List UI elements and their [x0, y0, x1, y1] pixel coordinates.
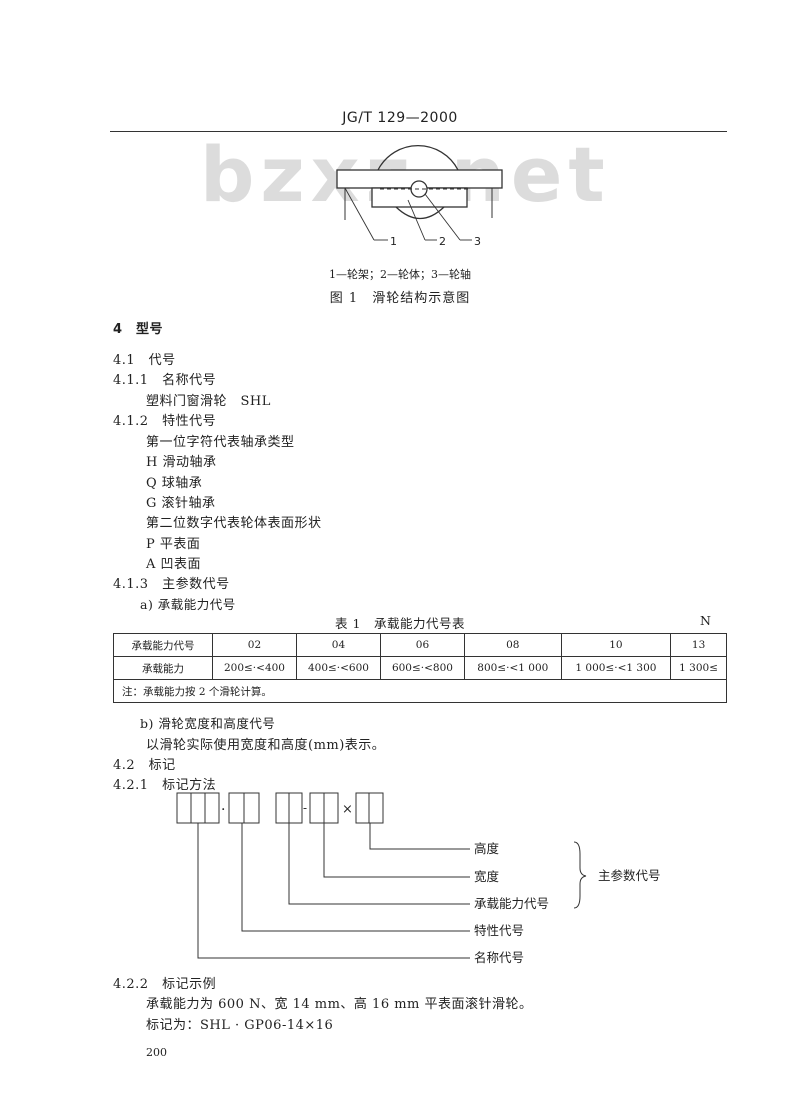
- code-cell: 08: [463, 633, 562, 657]
- standard-header: JG/T 129—2000: [342, 110, 458, 126]
- example-desc: 承载能力为 600 N、宽 14 mm、高 16 mm 平表面滚针滑轮。: [146, 997, 533, 1012]
- table-row: 承载能力代号 02 04 06 08 10 13: [113, 633, 727, 657]
- range-cell: 600≤·<800: [379, 656, 465, 680]
- example-mark: 标记为：SHL · GP06-14×16: [146, 1018, 334, 1033]
- sep-dot: ·: [221, 802, 225, 818]
- pulley-diagram: 1 2 3: [336, 144, 503, 248]
- surface-p: P 平表面: [146, 537, 201, 552]
- code-cell: 10: [560, 633, 672, 657]
- heading-4-1-1: 4.1.1 名称代号: [113, 373, 217, 388]
- wheel-bottom: [395, 206, 445, 220]
- table1-unit: N: [700, 613, 712, 628]
- heading-4-2-2: 4.2.2 标记示例: [113, 977, 217, 992]
- range-cell: 1 000≤·<1 300: [560, 656, 672, 680]
- table-row: 注：承载能力按 2 个滑轮计算。: [113, 679, 727, 703]
- heading-4-2: 4.2 标记: [113, 758, 176, 773]
- heading-4-1: 4.1 代号: [113, 353, 176, 368]
- heading-4-1-2: 4.1.2 特性代号: [113, 414, 217, 429]
- table-note: 注：承载能力按 2 个滑轮计算。: [113, 679, 727, 703]
- range-cell: 1 300≤: [670, 656, 727, 680]
- item-b: b) 滑轮宽度和高度代号: [140, 716, 276, 731]
- range-cell: 400≤·<600: [295, 656, 381, 680]
- label-main-params: 主参数代号: [598, 868, 661, 883]
- heading-4-2-1: 4.2.1 标记方法: [113, 778, 217, 793]
- label-name: 名称代号: [474, 950, 524, 965]
- label-capacity: 承载能力代号: [474, 896, 549, 911]
- bearing-g: G 滚针轴承: [146, 496, 216, 511]
- wheel-outline: [377, 144, 459, 171]
- callout-2: 2: [439, 235, 446, 248]
- item-a: a) 承载能力代号: [140, 597, 236, 612]
- marking-diagram: · - × 高度 宽度 承载能力代号 特性代号 名称代号 主参数代号: [176, 792, 661, 965]
- code-cell: 02: [212, 633, 297, 657]
- section-4-title: 4 型号: [113, 322, 164, 337]
- heading-4-1-3: 4.1.3 主参数代号: [113, 577, 230, 592]
- page-number: 200: [146, 1046, 167, 1059]
- item-b-desc: 以滑轮实际使用宽度和高度(mm)表示。: [146, 738, 386, 753]
- name-code: 塑料门窗滑轮 SHL: [146, 394, 271, 409]
- callout-3: 3: [474, 235, 481, 248]
- callout-1: 1: [390, 235, 397, 248]
- label-char: 特性代号: [474, 923, 524, 938]
- figure-legend: 1—轮架；2—轮体；3—轮轴: [329, 268, 471, 281]
- code-cell: 06: [379, 633, 465, 657]
- label-height: 高度: [474, 841, 500, 856]
- row-label-capacity: 承载能力: [113, 656, 213, 680]
- header-rule: [110, 131, 727, 132]
- bearing-h: H 滑动轴承: [146, 455, 217, 470]
- label-width: 宽度: [474, 869, 500, 884]
- table-row: 承载能力 200≤·<400 400≤·<600 600≤·<800 800≤·…: [113, 656, 727, 680]
- bearing-q: Q 球轴承: [146, 476, 203, 491]
- sep-dash: -: [303, 801, 307, 815]
- surface-a: A 凹表面: [146, 557, 202, 572]
- code-cell: 13: [670, 633, 727, 657]
- range-cell: 200≤·<400: [212, 656, 297, 680]
- code-cell: 04: [295, 633, 381, 657]
- range-cell: 800≤·<1 000: [463, 656, 562, 680]
- char-first-desc: 第一位字符代表轴承类型: [146, 435, 295, 450]
- capacity-code-table: 承载能力代号 02 04 06 08 10 13 承载能力 200≤·<400 …: [113, 633, 727, 703]
- table1-title: 表 1 承载能力代号表: [335, 616, 465, 631]
- row-label-code: 承载能力代号: [113, 633, 213, 657]
- char-second-desc: 第二位数字代表轮体表面形状: [146, 516, 322, 531]
- figure-caption: 图 1 滑轮结构示意图: [329, 291, 471, 306]
- sep-times: ×: [342, 802, 353, 817]
